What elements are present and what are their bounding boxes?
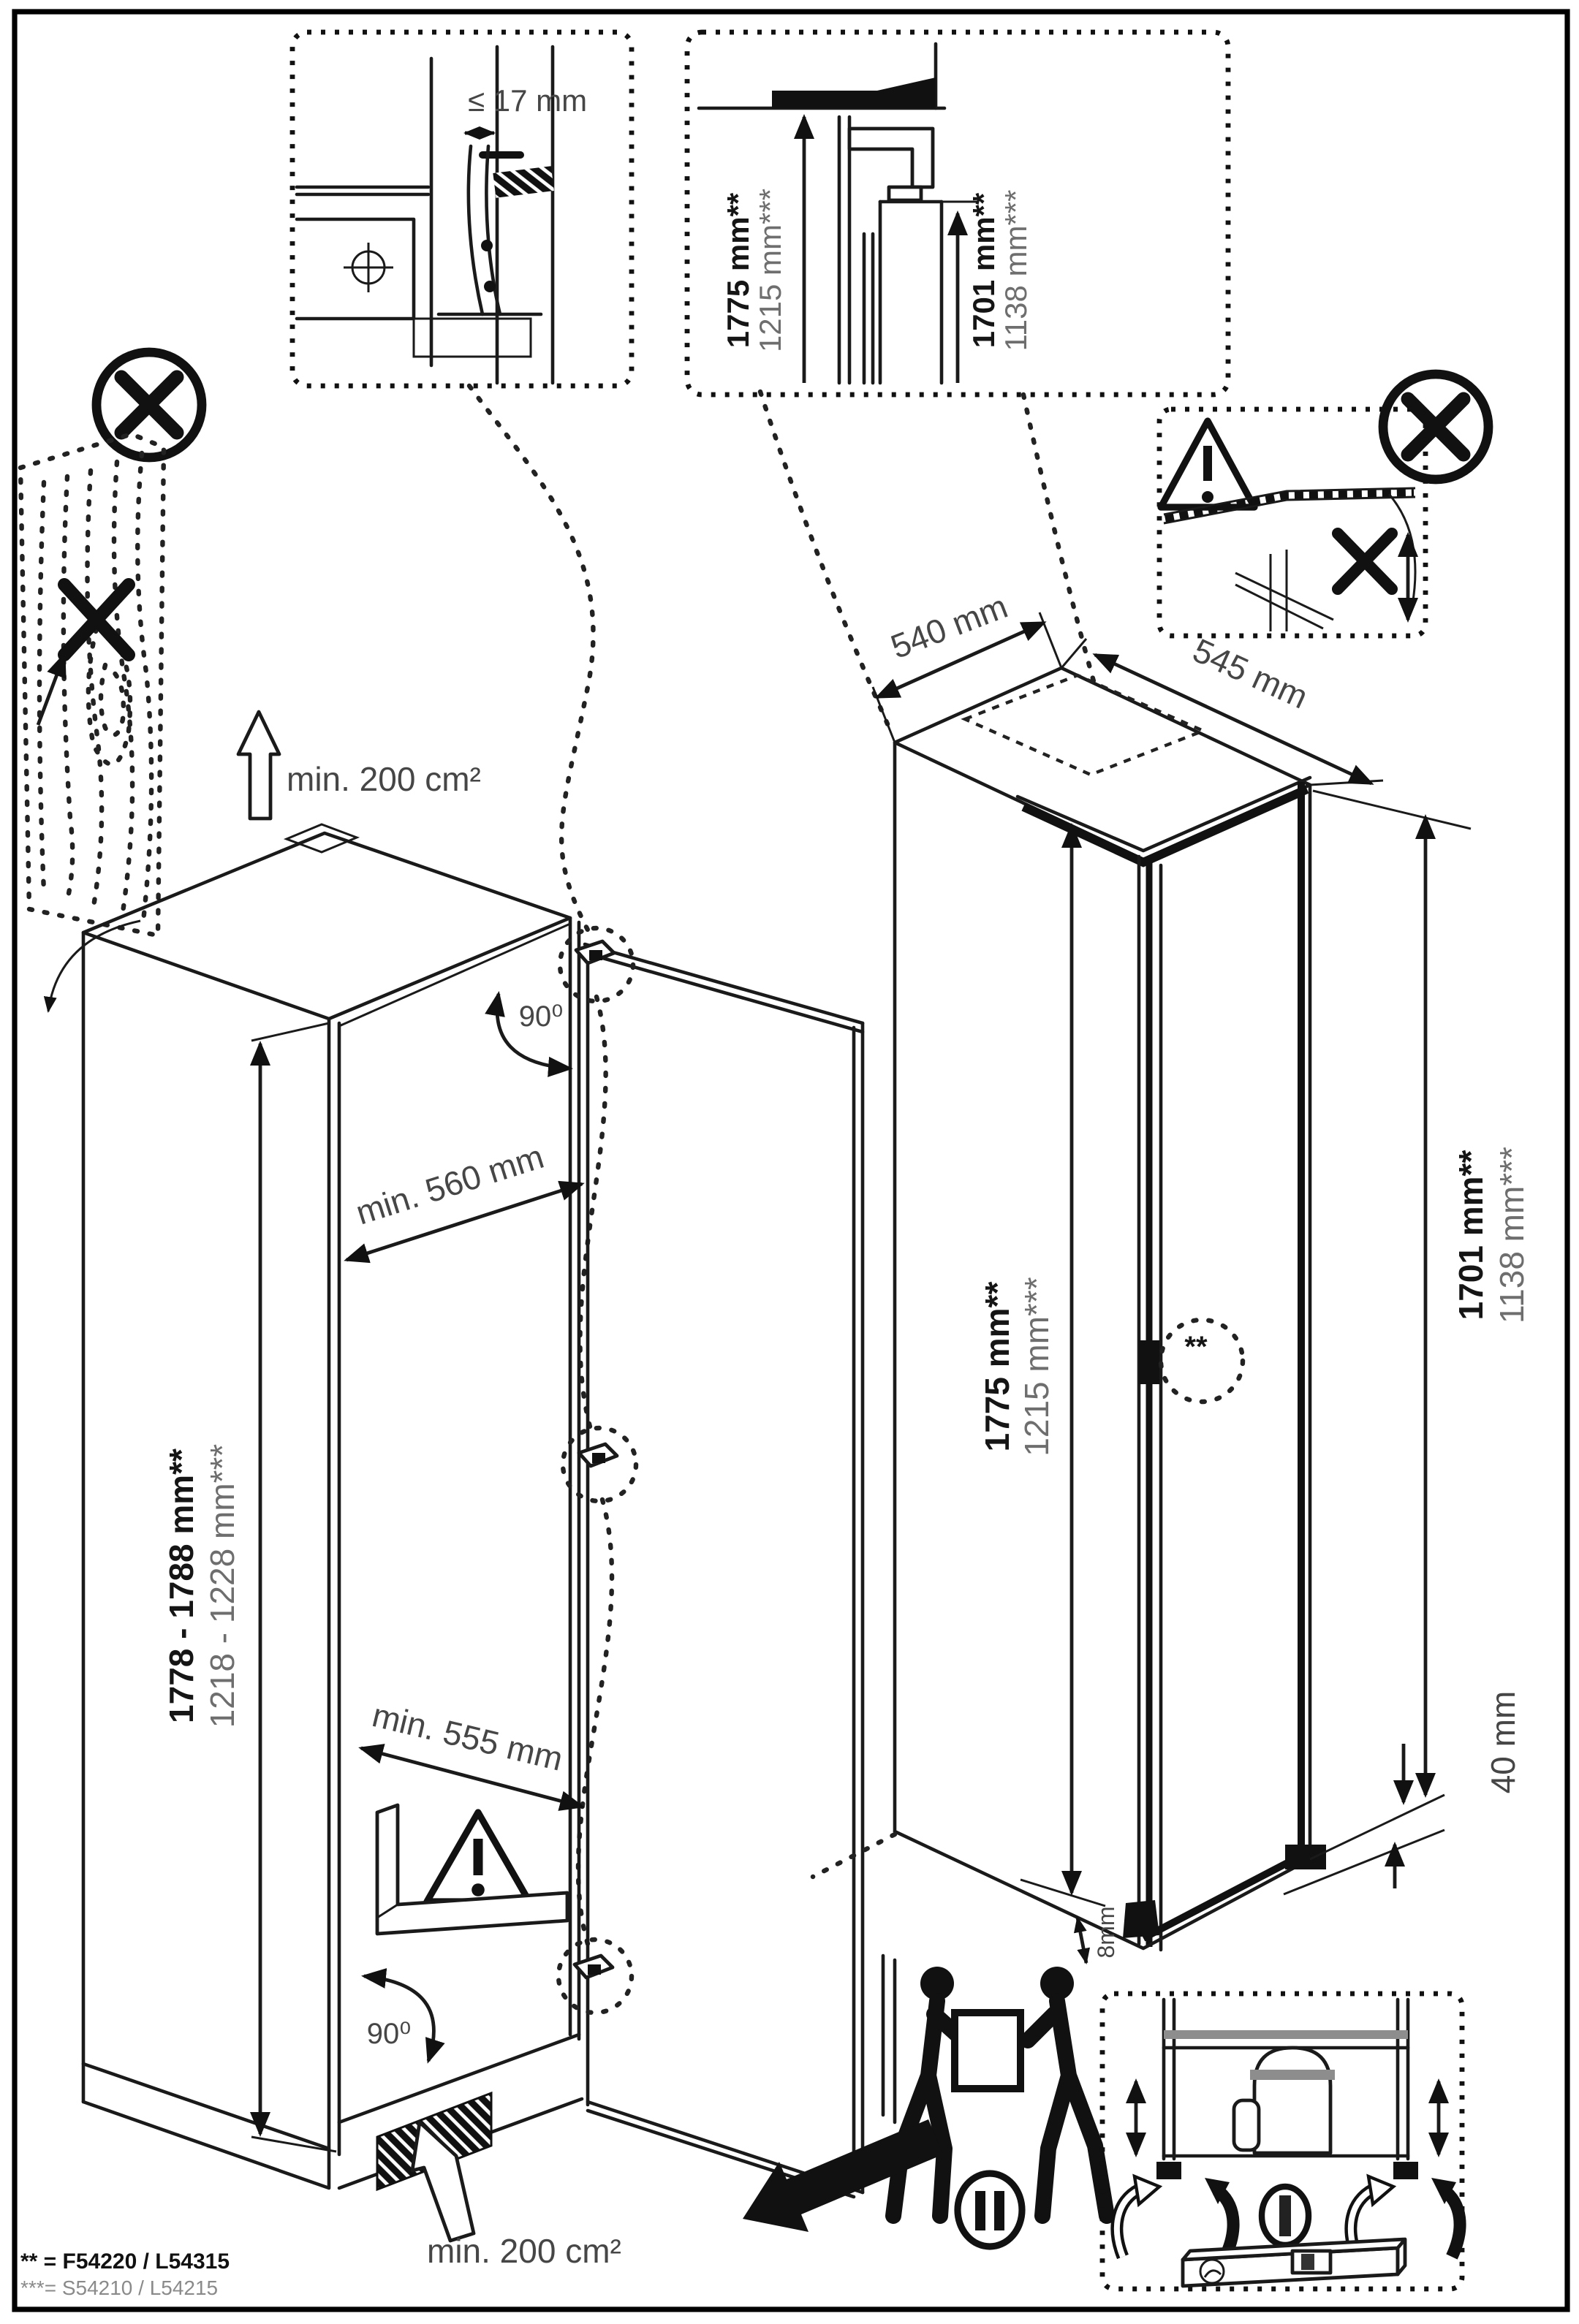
depth-label: 545 mm <box>1187 631 1314 715</box>
depth-dim-line <box>1092 653 1374 786</box>
door-hinge <box>1139 1340 1159 1384</box>
adjustable-foot <box>1285 1845 1326 1869</box>
corner-bracket <box>375 1803 569 1936</box>
niche-height-primary: 1778 - 1788 mm** <box>162 1448 200 1723</box>
appliance-height-primary: 1775 mm** <box>978 1282 1016 1452</box>
hinge-icon <box>557 925 636 1004</box>
top-vent-note: min. 200 cm² <box>236 710 481 821</box>
footnote-models-primary: ** = F54220 / L54315 <box>20 2249 230 2274</box>
door-height-primary: 1701 mm** <box>1452 1150 1490 1321</box>
hinge-note: ** <box>1184 1331 1208 1363</box>
panel-pointer-arrow <box>36 652 67 726</box>
no-wood-panel-warning <box>18 431 167 1013</box>
depth-top-label: min. 560 mm <box>352 1137 548 1232</box>
leveling-inset <box>1099 1991 1466 2292</box>
depth-bottom-dim-line <box>358 1744 585 1811</box>
rotate-foot-arrow-icon <box>1110 2173 1240 2260</box>
hinge-icon <box>466 144 554 316</box>
wood-grain <box>37 450 154 924</box>
inset-door-height-secondary: 1138 mm*** <box>999 190 1033 352</box>
width-label: 540 mm <box>885 587 1012 666</box>
door-height-secondary: 1138 mm*** <box>1493 1147 1531 1324</box>
panel-to-cabinet-arrow <box>43 919 141 1013</box>
appliance-height-secondary: 1215 mm*** <box>1018 1277 1056 1457</box>
hinge-gap-inset: ≤ 17 mm <box>289 29 635 389</box>
adjustable-foot <box>1393 2162 1418 2179</box>
crossed-out-x-icon <box>58 578 135 661</box>
niche-height-secondary: 1218 - 1228 mm*** <box>203 1444 241 1728</box>
two-person-carry-icon <box>885 1967 1115 2224</box>
airflow-arrow-icon <box>236 710 281 821</box>
footnote-models-secondary: ***= S54210 / L54215 <box>20 2276 218 2299</box>
warning-icon <box>423 1809 533 1905</box>
page-border <box>12 9 1570 2312</box>
bottom-vent-label: min. 200 cm² <box>427 2232 621 2270</box>
airflow-arrow-icon <box>410 2120 476 2243</box>
spirit-level-icon <box>1181 2237 1407 2288</box>
prohibition-icon <box>91 347 207 463</box>
hinge-icon <box>556 1937 635 2016</box>
pause-icon <box>954 2170 1026 2250</box>
top-vent-label: min. 200 cm² <box>287 760 481 798</box>
foot-gap-label: 8mm <box>1093 1906 1119 1958</box>
hinge-icon <box>560 1425 639 1504</box>
leader-lines <box>466 383 1097 1947</box>
door-angle-bottom-label: 90⁰ <box>367 2018 412 2050</box>
width-dim-line <box>874 620 1047 699</box>
adjustable-foot <box>1123 1900 1159 1938</box>
direction-arrow-icon <box>743 2119 943 2232</box>
warning-icon <box>1157 417 1258 511</box>
crossed-out-x-icon <box>1332 528 1398 595</box>
worktop-bracket-icon <box>772 77 936 108</box>
screw-crosshair-icon <box>344 243 393 292</box>
niche-door <box>583 942 865 2199</box>
door-angle-arc-top <box>485 991 573 1077</box>
depth-bottom-label: min. 555 mm <box>368 1695 567 1778</box>
appliance-drawing: ** 540 mm 545 mm 1775 mm** 1215 mm*** 17… <box>810 587 1531 1964</box>
hinge-gap-label: ≤ 17 mm <box>468 83 587 118</box>
level-indicator-icon <box>1258 2183 1312 2249</box>
plinth-clearance-label: 40 mm <box>1484 1691 1522 1794</box>
compressor <box>1232 2046 1335 2155</box>
niche-drawing: 90⁰ 90⁰ min. 560 mm min. 555 mm 1778 - 1… <box>81 823 865 2270</box>
hinge-reference-circle <box>1158 1317 1246 1405</box>
depth-top-dim-line <box>344 1180 585 1264</box>
door-top-rail <box>1021 785 1309 867</box>
adjustable-foot <box>1156 2162 1181 2179</box>
carry-instruction <box>743 1953 1115 2250</box>
prohibition-icon <box>1378 369 1493 485</box>
inset-door-height-primary: 1701 mm** <box>966 192 1001 348</box>
door-angle-arc-bottom <box>361 1968 445 2064</box>
vent-template <box>961 673 1208 777</box>
mounting-height-inset: 1775 mm** 1215 mm*** 1701 mm** 1138 mm**… <box>684 29 1231 398</box>
inset-total-height-primary: 1775 mm** <box>721 192 755 348</box>
no-worktop-overhang-inset <box>1156 406 1428 639</box>
mounting-bracket <box>847 126 935 189</box>
door-angle-top-label: 90⁰ <box>519 1000 564 1033</box>
inset-total-height-secondary: 1215 mm*** <box>753 189 787 352</box>
